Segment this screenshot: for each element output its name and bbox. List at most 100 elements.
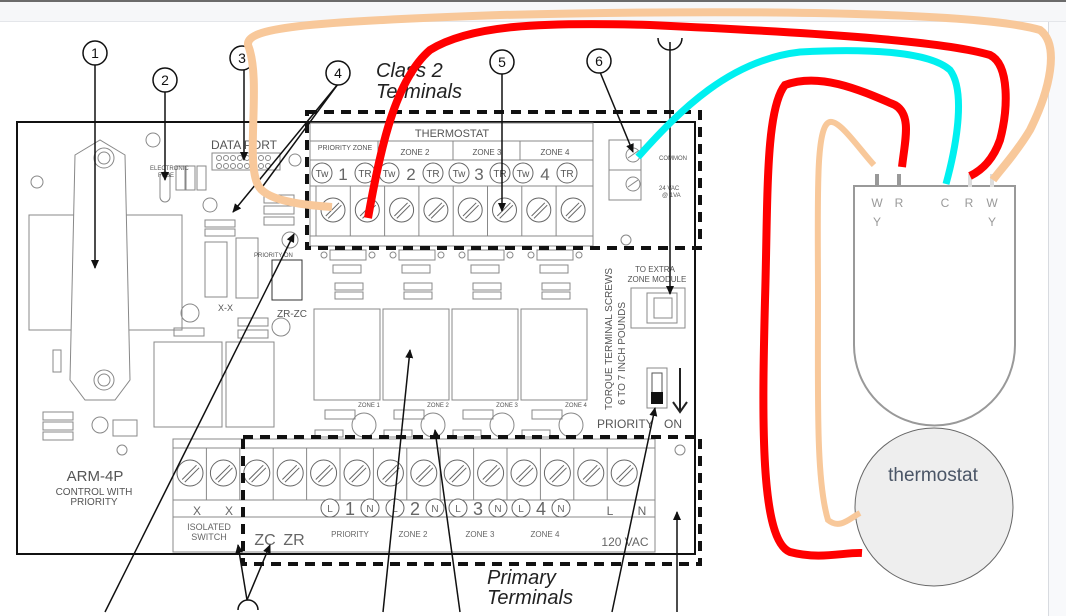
common-label: COMMON xyxy=(659,156,687,162)
thermostat-zone-2: ZONE 2 xyxy=(401,148,430,157)
primary-zone-number: 4 xyxy=(536,499,546,519)
terminal-screw[interactable] xyxy=(423,197,449,223)
callout-1: 1 xyxy=(82,40,108,66)
svg-text:3: 3 xyxy=(238,50,246,66)
terminal-screw[interactable] xyxy=(389,197,415,223)
class2-terminals-boundary xyxy=(305,110,702,250)
window-top-border xyxy=(0,0,1066,2)
terminal-screw[interactable] xyxy=(610,459,638,487)
transformer xyxy=(28,139,183,401)
terminal-screw[interactable] xyxy=(477,459,505,487)
primary-ln-label: N xyxy=(551,498,571,518)
primary-zone-number: 1 xyxy=(345,499,355,519)
subtitle-line-1: CONTROL WITH xyxy=(56,487,133,498)
terminal-post xyxy=(897,174,901,187)
terminal-screw[interactable] xyxy=(457,197,483,223)
isolated-switch-label-2: SWITCH xyxy=(191,532,227,542)
thermostat-zone-4: ZONE 4 xyxy=(541,148,570,157)
wall-terminal-c: C xyxy=(941,196,950,210)
primary-zone-label: PRIORITY xyxy=(331,530,369,539)
vac120-label: 120 VAC xyxy=(601,535,648,549)
terminal-screw[interactable] xyxy=(526,197,552,223)
wire-tan-w-to-thermostat xyxy=(814,119,877,527)
terminal-screw[interactable] xyxy=(310,459,338,487)
terminal-screw[interactable] xyxy=(410,459,438,487)
primary-x-label: X xyxy=(193,504,201,518)
terminal-screw[interactable] xyxy=(443,459,471,487)
vac24-label-2: @ 1VA xyxy=(662,193,681,199)
wall-terminal-y-right: Y xyxy=(988,215,996,229)
zc-label: ZC xyxy=(254,532,275,549)
power-n-label: N xyxy=(638,504,647,518)
terminal-screw[interactable] xyxy=(492,197,517,223)
svg-text:N: N xyxy=(431,504,438,515)
wires xyxy=(244,8,1055,560)
primary-zone-label: ZONE 4 xyxy=(531,530,560,539)
terminal-screw[interactable] xyxy=(243,459,271,487)
zrzc-label: ZR-ZC xyxy=(277,309,307,320)
callout-7-partial xyxy=(657,37,683,51)
leader-lines xyxy=(91,42,681,613)
primary-ln-label: N xyxy=(360,498,380,518)
terminal-post xyxy=(875,174,879,187)
svg-text:Tw: Tw xyxy=(517,169,531,180)
terminal-screw[interactable] xyxy=(276,459,304,487)
subtitle-line-2: PRIORITY xyxy=(70,497,118,508)
terminal-screw[interactable] xyxy=(577,459,605,487)
class2-title-2: Terminals xyxy=(376,81,462,103)
svg-text:Tw: Tw xyxy=(453,169,467,180)
priority-on-label: ON xyxy=(664,417,682,431)
terminal-screw[interactable] xyxy=(343,459,371,487)
svg-text:N: N xyxy=(366,504,373,515)
primary-ln-label: L xyxy=(511,498,531,518)
terminal-screw[interactable] xyxy=(543,459,571,487)
thermostat-node[interactable]: thermostat xyxy=(854,427,1014,587)
right-gutter xyxy=(1049,22,1066,616)
callout-4: 4 xyxy=(325,60,351,86)
thermostat-zone-number: 4 xyxy=(540,165,549,184)
svg-text:L: L xyxy=(455,504,461,515)
svg-text:Tw: Tw xyxy=(316,169,330,180)
primary-title-2: Terminals xyxy=(487,587,573,609)
svg-text:TR: TR xyxy=(358,169,371,180)
svg-text:1: 1 xyxy=(91,45,99,61)
thermostat-zone-3: ZONE 3 xyxy=(473,148,502,157)
primary-zone-number: 3 xyxy=(473,499,483,519)
terminal-screw[interactable] xyxy=(376,459,404,487)
primary-terminals-boundary xyxy=(241,435,702,566)
primary-ln-label: N xyxy=(488,498,508,518)
primary-x-label: X xyxy=(225,504,233,518)
terminal-screw[interactable] xyxy=(560,197,586,223)
priority-switch xyxy=(646,367,688,414)
terminal-screw[interactable] xyxy=(510,459,538,487)
terminal-screw[interactable] xyxy=(209,459,237,487)
electronic-fuse-label-1: ELECTRONIC xyxy=(150,166,189,172)
wall-terminal-y-left: Y xyxy=(873,215,881,229)
electronic-fuse-label-2: FUSE xyxy=(158,173,174,179)
callout-2: 2 xyxy=(152,67,178,93)
relay xyxy=(451,308,519,401)
svg-text:6: 6 xyxy=(595,53,603,69)
mount-hole xyxy=(30,175,44,189)
terminal-screw[interactable] xyxy=(176,459,204,487)
model-label: ARM-4P xyxy=(67,468,124,485)
wall-terminal-w-left: W xyxy=(871,196,883,210)
power-l-label: L xyxy=(607,504,614,518)
wire-cyan-common-to-c xyxy=(635,47,963,185)
wire-red-r-to-thermostat xyxy=(759,76,910,560)
extra-zone-label-1: TO EXTRA xyxy=(635,265,676,274)
thermostat-zone-number: 1 xyxy=(338,165,347,184)
thermostat-terminal-label: TR xyxy=(556,162,578,184)
callout-5: 5 xyxy=(489,49,515,75)
thermostat-header: THERMOSTAT xyxy=(415,128,489,140)
svg-text:Tw: Tw xyxy=(383,169,397,180)
torque-label-2: 6 TO 7 INCH POUNDS xyxy=(617,302,628,405)
thermostat-terminal-label: TR xyxy=(422,162,444,184)
isolated-switch-label-1: ISOLATED xyxy=(187,522,231,532)
relay-zone-label: ZONE 4 xyxy=(565,403,587,409)
control-board: ELECTRONIC FUSE DATA PORT P xyxy=(16,121,696,555)
thermostat-terminal-label: TR xyxy=(489,162,511,184)
relay xyxy=(520,308,588,401)
